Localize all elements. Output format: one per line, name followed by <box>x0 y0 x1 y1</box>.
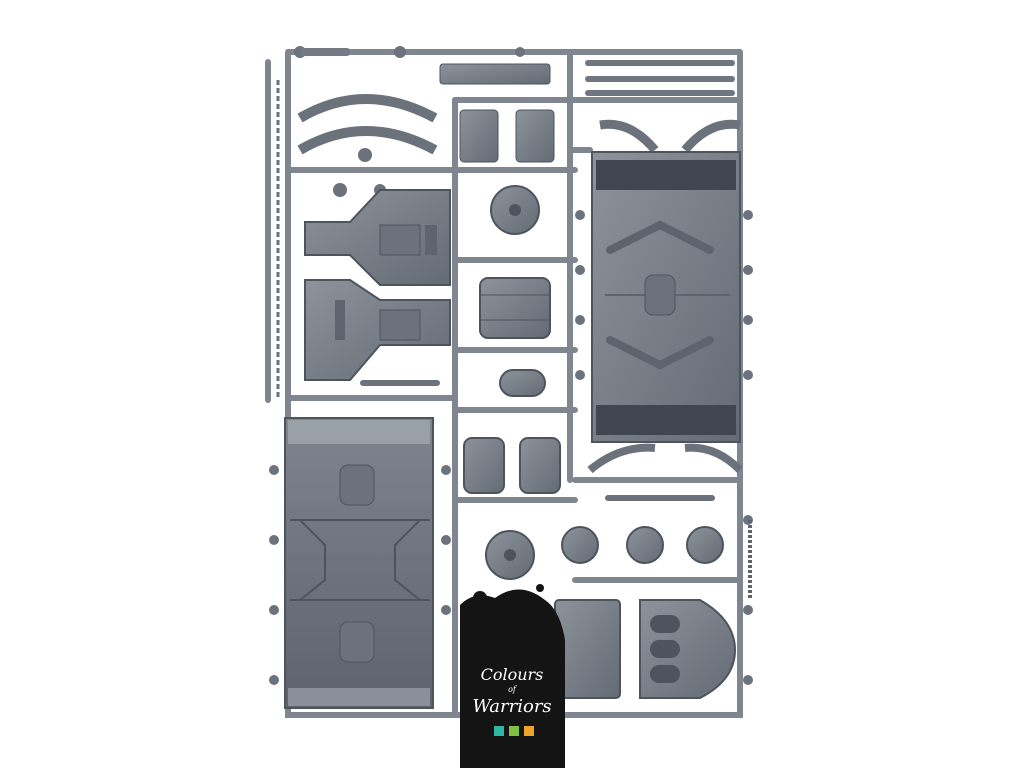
hatch-parts <box>554 495 752 699</box>
large-deck-plate-left <box>284 417 434 709</box>
logo-square-teal <box>494 726 504 736</box>
t-panel-lower <box>304 279 451 381</box>
large-deck-plate-right <box>591 151 741 443</box>
curved-rails-right <box>587 443 743 474</box>
t-panel-upper <box>304 189 451 286</box>
watermark-logo: Colours of Warriors <box>460 584 565 768</box>
logo-square-orange <box>524 726 534 736</box>
logo-line2: of <box>508 685 518 694</box>
logo-line1: Colours <box>481 665 544 684</box>
middle-parts <box>463 185 561 580</box>
sprue-frame <box>265 49 743 718</box>
rod-part <box>360 380 440 386</box>
logo-square-green <box>509 726 519 736</box>
top-parts <box>297 48 741 197</box>
logo-line3: Warriors <box>472 696 551 717</box>
